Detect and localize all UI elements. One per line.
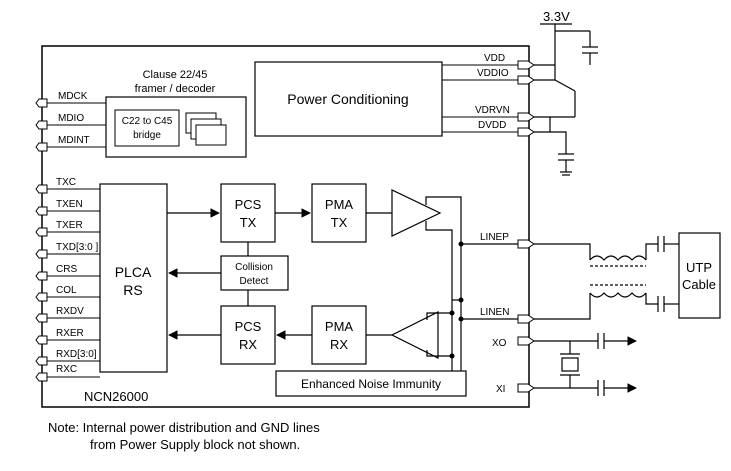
- plca-rs-block: [99, 183, 168, 373]
- utp-label-line1: UTP: [686, 260, 712, 275]
- pin-label-vdd: VDD: [484, 53, 505, 64]
- pin-label-rxdv: RXDV: [56, 306, 84, 317]
- junction-dot: [458, 297, 464, 303]
- mdint-pin-connector: [35, 142, 48, 152]
- pcs-rx-label-line1: PCS: [235, 319, 262, 334]
- pin-label-rxd: RXD[3:0]: [56, 349, 97, 360]
- supply-wiring: [534, 23, 598, 176]
- utp-label-line2: Cable: [682, 277, 716, 292]
- pin-label-rxc: RXC: [56, 364, 77, 375]
- pcs-rx-label-line2: RX: [239, 337, 257, 352]
- pcs-tx-label-line1: PCS: [235, 197, 262, 212]
- junction-dot: [449, 310, 455, 316]
- plca-label-line1: PLCA: [115, 264, 152, 280]
- right-power-pins: [442, 60, 535, 137]
- pma-rx-block: [311, 305, 367, 365]
- pin-label-mdck: MDCK: [58, 91, 88, 102]
- noise-immunity-label: Enhanced Noise Immunity: [301, 377, 441, 391]
- pin-label-crs: CRS: [56, 264, 77, 275]
- pin-label-xo: XO: [492, 338, 507, 349]
- pma-rx-label-line2: RX: [330, 337, 348, 352]
- pma-tx-label-line2: TX: [331, 215, 348, 230]
- tx-driver-amplifier: [391, 189, 442, 237]
- pin-label-linep: LINEP: [480, 232, 509, 243]
- crystal-circuit: [534, 333, 637, 396]
- pin-label-col: COL: [56, 285, 77, 296]
- pma-rx-label-line1: PMA: [325, 319, 354, 334]
- pma-tx-label-line1: PMA: [325, 197, 354, 212]
- junction-dot: [449, 353, 455, 359]
- pin-label-linen: LINEN: [480, 307, 509, 318]
- chip-name: NCN26000: [84, 389, 148, 404]
- bridge-label-line1: C22 to C45: [122, 116, 173, 127]
- plca-label-line2: RS: [123, 282, 142, 298]
- left-mii-pins: [35, 184, 100, 382]
- pcs-tx-block: [220, 183, 276, 243]
- note-line2: from Power Supply block not shown.: [90, 437, 301, 452]
- pin-label-rxer: RXER: [56, 328, 84, 339]
- bridge-block: [114, 109, 180, 147]
- junction-dot: [458, 316, 464, 322]
- framer-title-line2: framer / decoder: [135, 83, 216, 95]
- pin-label-xi: XI: [496, 384, 505, 395]
- noise-immunity-block: [275, 370, 467, 397]
- pin-label-vddio: VDDIO: [477, 68, 509, 79]
- pin-label-vdrvn: VDRVN: [475, 105, 510, 116]
- collision-label-line2: Detect: [240, 276, 269, 287]
- pin-label-txc: TXC: [56, 177, 76, 188]
- bridge-label-line2: bridge: [133, 130, 161, 141]
- pcs-tx-label-line2: TX: [240, 215, 257, 230]
- right-clock-pins: [517, 336, 535, 393]
- pin-label-dvdd: DVDD: [478, 120, 506, 131]
- framer-title-line1: Clause 22/45: [143, 69, 208, 81]
- right-line-pins: [517, 239, 535, 324]
- chip-outline: [41, 45, 530, 408]
- pin-label-mdio: MDIO: [58, 113, 84, 124]
- rx-receiver-amplifier: [390, 311, 439, 359]
- collision-label-line1: Collision: [235, 262, 273, 273]
- junction-dot: [458, 241, 464, 247]
- pin-label-txen: TXEN: [56, 199, 83, 210]
- mdck-pin-connector: [35, 98, 48, 108]
- left-mgmt-pins: [35, 98, 106, 152]
- pma-tx-block: [311, 183, 367, 243]
- supply-voltage-label: 3.3V: [543, 9, 570, 24]
- mdio-pin-connector: [35, 120, 48, 130]
- pin-label-txd: TXD[3:0 ]: [56, 242, 98, 253]
- note-line1: Note: Internal power distribution and GN…: [48, 420, 320, 435]
- pin-label-mdint: MDINT: [58, 135, 90, 146]
- pin-label-txer: TXER: [56, 220, 83, 231]
- line-magnetics: [534, 236, 679, 320]
- power-conditioning-block: [254, 61, 443, 137]
- line-interface-wiring: [425, 196, 518, 371]
- pcs-rx-block: [220, 305, 276, 365]
- utp-cable-block: [678, 232, 721, 319]
- power-conditioning-label: Power Conditioning: [287, 91, 408, 107]
- collision-detect-block: [220, 255, 289, 291]
- bridge-stack-sheet: [195, 124, 227, 146]
